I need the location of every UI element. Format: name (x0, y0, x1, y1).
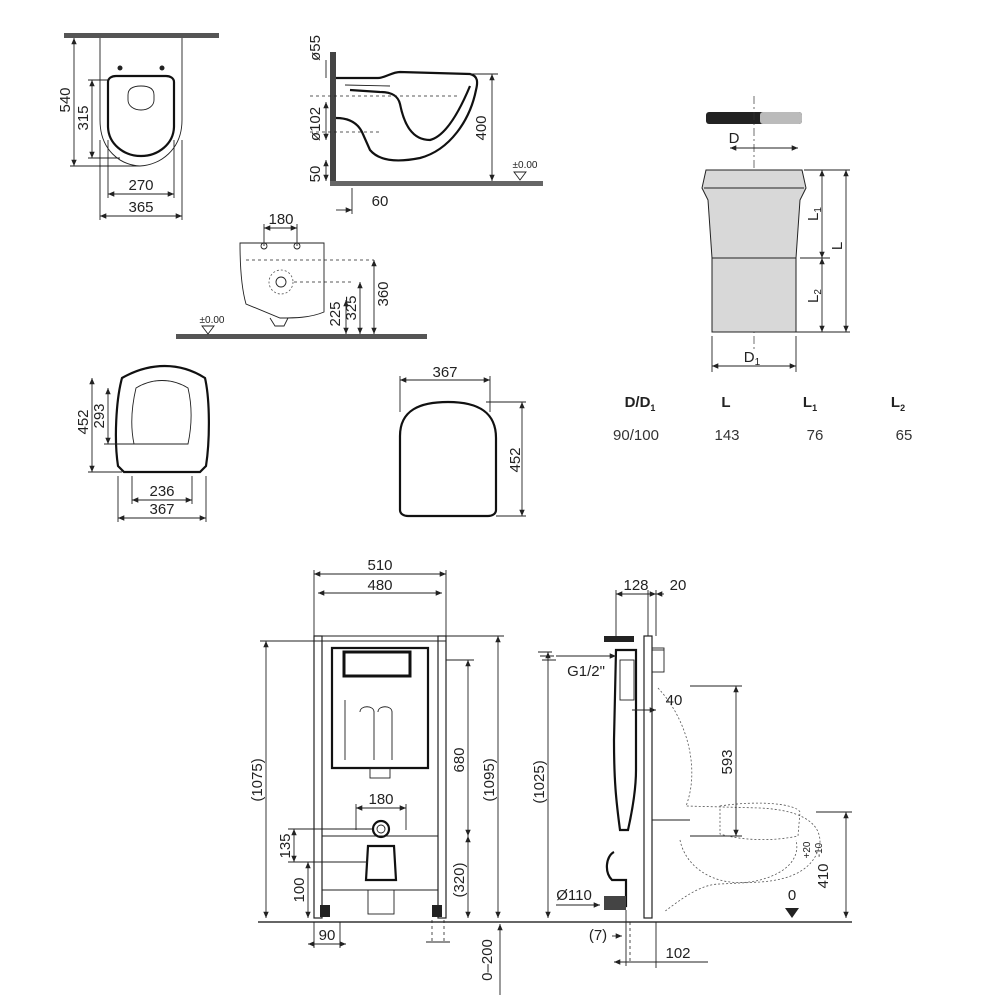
fixing-hole (159, 65, 165, 71)
dim-400: 400 (473, 115, 490, 140)
cistern-side (612, 648, 638, 832)
label-D: D (729, 130, 740, 147)
cover-view: 367 452 (398, 364, 526, 518)
level-zero: ±0.00 (513, 160, 538, 171)
dim-60: 60 (372, 193, 389, 210)
drain-bend (604, 851, 628, 908)
dim-102: 102 (665, 945, 690, 962)
dim-1095: (1095) (481, 758, 498, 801)
bowl-body (335, 70, 479, 162)
wall (330, 52, 336, 185)
dim-50: 50 (307, 166, 324, 183)
dim-452: 452 (507, 447, 524, 472)
wall-plate (64, 33, 219, 38)
bowl-outlet (127, 85, 155, 111)
side-section-view: ø55 ø102 50 60 400 ±0.00 (307, 35, 543, 214)
table-header: L2 (891, 394, 905, 413)
dim-510: 510 (367, 557, 392, 574)
dim-128: 128 (623, 577, 648, 594)
frame-front-view: 510 480 (1075) 135 100 180 680 (320) (10… (249, 557, 852, 995)
seat-opening (131, 380, 192, 445)
dim-0-200: 0–200 (479, 939, 496, 981)
dim-180: 180 (368, 791, 393, 808)
floor-line (176, 334, 427, 339)
floor (330, 181, 543, 186)
dim-452: 452 (75, 409, 92, 434)
dim-236: 236 (149, 483, 174, 500)
dim-d102: ø102 (307, 107, 324, 141)
connector-table: D/D1 L L1 L2 90/100 143 76 65 (613, 394, 912, 444)
table-header: D/D1 (625, 394, 656, 413)
tolerance-plus: +20 (802, 841, 813, 858)
rear-view: 180 225 325 360 ±0.00 (176, 211, 427, 339)
inlet-thread-label: G1/2" (567, 663, 605, 680)
dim-d55: ø55 (307, 35, 324, 61)
dim-367: 367 (432, 364, 457, 381)
wc-dotted-outline (657, 687, 821, 913)
dim-20: 20 (670, 577, 687, 594)
dim-325: 325 (343, 295, 360, 320)
dim-225: 225 (327, 301, 344, 326)
table-header: L (721, 394, 730, 411)
outlet-circle (268, 269, 294, 295)
bowl-rim (106, 74, 176, 158)
table-cell: 90/100 (613, 427, 659, 444)
dim-90: 90 (319, 927, 336, 944)
drain-connector (364, 844, 398, 882)
water-inlet (371, 819, 391, 839)
top-view: 540 315 270 365 (57, 33, 219, 220)
dim-1025: (1025) (531, 760, 548, 803)
dim-593: 593 (719, 749, 736, 774)
dim-293: 293 (91, 403, 108, 428)
flush-plate-opening (342, 650, 412, 678)
bowl-rear-outline (239, 242, 325, 319)
dim-360: 360 (375, 281, 392, 306)
cistern (330, 646, 430, 770)
dim-540: 540 (57, 87, 74, 112)
dim-365: 365 (128, 199, 153, 216)
table-cell: 143 (714, 427, 739, 444)
dim-270: 270 (128, 177, 153, 194)
level-zero: 0 (788, 887, 796, 904)
label-D1: D1 (744, 349, 761, 368)
label-L1: L1 (805, 207, 824, 221)
bowl-inner (349, 85, 472, 142)
seat-view: 452 293 236 367 (75, 364, 210, 522)
connector-pipe: D L1 L2 L D1 (701, 96, 850, 372)
dim-315: 315 (75, 105, 92, 130)
pipe-body (701, 169, 807, 333)
dim-7: (7) (589, 927, 607, 944)
seat-outer (114, 364, 210, 474)
dim-480: 480 (367, 577, 392, 594)
table-cell: 65 (896, 427, 913, 444)
table-header: L1 (803, 394, 817, 413)
dim-680: 680 (451, 747, 468, 772)
dim-40: 40 (666, 692, 683, 709)
bowl-outline-outer (99, 38, 183, 167)
dim-d110: Ø110 (556, 887, 592, 904)
dim-135: 135 (277, 833, 294, 858)
dim-100: 100 (291, 877, 308, 902)
dim-410: 410 (815, 863, 832, 888)
label-L2: L2 (805, 289, 824, 303)
fixing-hole (117, 65, 123, 71)
tolerance-minus: -10 (814, 842, 825, 857)
dim-367: 367 (149, 501, 174, 518)
dim-320: (320) (451, 862, 468, 897)
frame-side-view: 128 20 G1/2" 40 593 (1025) Ø110 (7) 102 (531, 577, 852, 968)
label-L: L (829, 242, 846, 250)
table-cell: 76 (807, 427, 824, 444)
level-zero: ±0.00 (200, 315, 225, 326)
cover-outline (398, 400, 498, 518)
dim-180: 180 (268, 211, 293, 228)
dim-1075: (1075) (249, 758, 266, 801)
